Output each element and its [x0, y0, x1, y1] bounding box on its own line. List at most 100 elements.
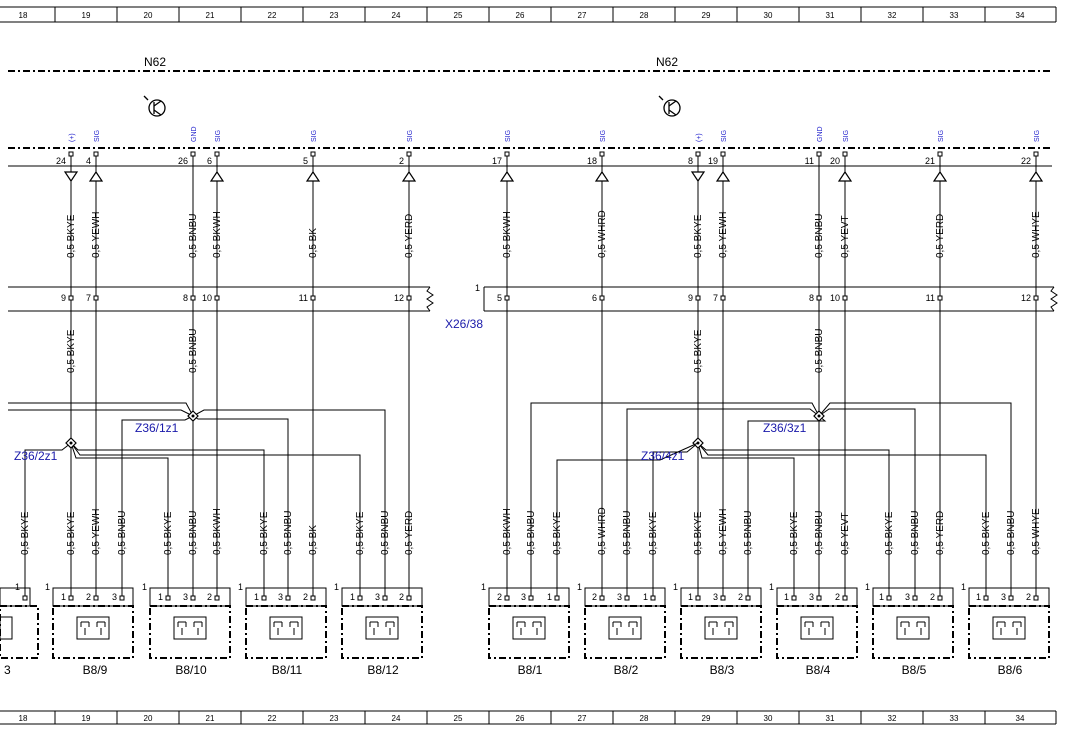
sensor-label: B8/11 [272, 663, 303, 677]
sensor-pin1-mark: 1 [481, 582, 486, 592]
transistor-icon [658, 95, 681, 117]
splice-branch [747, 415, 827, 600]
sensor-pin-socket [382, 595, 388, 601]
sensor-pin-number: 3 [617, 592, 622, 602]
sensor-pin-number: 1 [158, 592, 163, 602]
splice-branch [8, 409, 194, 417]
sensor-pin-socket [816, 595, 822, 601]
ruler-cell: 19 [82, 714, 91, 723]
module-pin-signal: (+) [69, 133, 76, 142]
splice-branch [697, 442, 890, 600]
sensor-body [608, 616, 642, 640]
sensor-pin-socket [190, 595, 196, 601]
ruler-cell: 27 [578, 714, 587, 723]
module-pin-number: 2 [399, 156, 404, 166]
sensor-pin-socket [406, 595, 412, 601]
wire-label: 0,5 BNBU [1006, 511, 1017, 555]
sensor-housing [776, 605, 858, 659]
ruler-cell: 25 [454, 714, 463, 723]
module-pin-number: 6 [207, 156, 212, 166]
sensor-pin-number: 1 [976, 592, 981, 602]
ruler-cell: 32 [888, 11, 897, 20]
junction-z36-1z1-label: Z36/1z1 [135, 421, 179, 435]
module-pin-signal: SIG [215, 130, 222, 142]
splice-branch [652, 442, 699, 600]
sensor-pin-number: 3 [713, 592, 718, 602]
connector-pin-number: 8 [183, 293, 188, 303]
sensor-label: B8/2 [614, 663, 639, 677]
ruler-cell: 25 [454, 11, 463, 20]
module-name-left: N62 [144, 55, 166, 69]
connector-pin-number: 9 [688, 293, 693, 303]
sensor-pin-number: 1 [784, 592, 789, 602]
sensor-pin-socket [68, 595, 74, 601]
connector-pin-number: 6 [592, 293, 597, 303]
sensor-pin-socket [599, 595, 605, 601]
sensor-pin-number: 2 [738, 592, 743, 602]
splice-branch [818, 402, 1012, 600]
connector-pin-socket [93, 295, 99, 301]
sensor-pin-socket [886, 595, 892, 601]
module-pin-signal: SIG [407, 130, 414, 142]
wire-label: 0,5 BNBU [117, 511, 128, 555]
sensor-pin1-mark: 1 [769, 582, 774, 592]
sensor-pin-number: 1 [643, 592, 648, 602]
input-arrow-icon [1028, 170, 1044, 182]
sensor-labels: B8/9 B8/10 B8/11 B8/12 B8/1 B8/2 B8/3 B8… [83, 663, 1023, 677]
module-pin-number: 4 [86, 156, 91, 166]
ruler-cell: 18 [19, 11, 28, 20]
connector-pin-socket [406, 295, 412, 301]
sensor-pin-number: 2 [497, 592, 502, 602]
splice-branch [556, 442, 699, 600]
ruler-cell: 26 [516, 714, 525, 723]
sensor-pin1-mark: 1 [865, 582, 870, 592]
wire-label: 0,5 BNBU [743, 511, 754, 555]
connector-pin-socket [214, 295, 220, 301]
sensor-pin-socket [937, 595, 943, 601]
ruler-cell: 33 [950, 714, 959, 723]
sensor-pin-socket [791, 595, 797, 601]
sensor-label: B8/6 [998, 663, 1023, 677]
bottom-ruler [0, 710, 1057, 725]
wire-label: 0,5 BNBU [188, 214, 199, 258]
module-pin-number: 24 [56, 156, 66, 166]
sensor-partial-label: 3 [4, 663, 11, 677]
ruler-cell: 34 [1016, 11, 1025, 20]
junction-z36-2z1-label: Z36/2z1 [14, 449, 58, 463]
ruler-cell: 30 [764, 714, 773, 723]
wire-label: 0,5 BKYE [981, 511, 992, 555]
connector-pin-number: 12 [1021, 293, 1031, 303]
splice-branch [530, 402, 820, 600]
sensor-body [512, 616, 546, 640]
input-arrow-icon [88, 170, 104, 182]
sensor-body [800, 616, 834, 640]
sensor-pin-number: 1 [254, 592, 259, 602]
splice-branch [697, 442, 795, 600]
module-pin-socket [816, 151, 822, 157]
module-pin-socket [599, 151, 605, 157]
sensor-pin1-mark: 1 [15, 582, 20, 592]
wire-label: 0,5 BK [308, 228, 319, 258]
module-pin-socket [93, 151, 99, 157]
module-pin-signal: SIG [938, 130, 945, 142]
sensor-label: B8/10 [175, 663, 207, 677]
bottom-ruler-labels: 18 19 20 21 22 23 24 25 26 27 28 29 30 3… [19, 714, 1025, 723]
ruler-cell: 31 [826, 714, 835, 723]
module-pin-number: 21 [925, 156, 935, 166]
ruler-cell: 26 [516, 11, 525, 20]
wire-label: 0,5 BKYE [259, 511, 270, 555]
sensor-pin-socket [695, 595, 701, 601]
ruler-cell: 27 [578, 11, 587, 20]
module-pin-socket [1033, 151, 1039, 157]
wire-label: 0,5 BKYE [20, 511, 31, 555]
sensor-pin-number: 1 [547, 592, 552, 602]
sensor-body [896, 616, 930, 640]
sensor-body [173, 616, 207, 640]
wire-label: 0,5 BKWH [212, 211, 223, 258]
splice-branch [192, 409, 386, 600]
splice-junction-dot [817, 414, 821, 418]
connector-pin-socket [310, 295, 316, 301]
ruler-cell: 34 [1016, 714, 1025, 723]
